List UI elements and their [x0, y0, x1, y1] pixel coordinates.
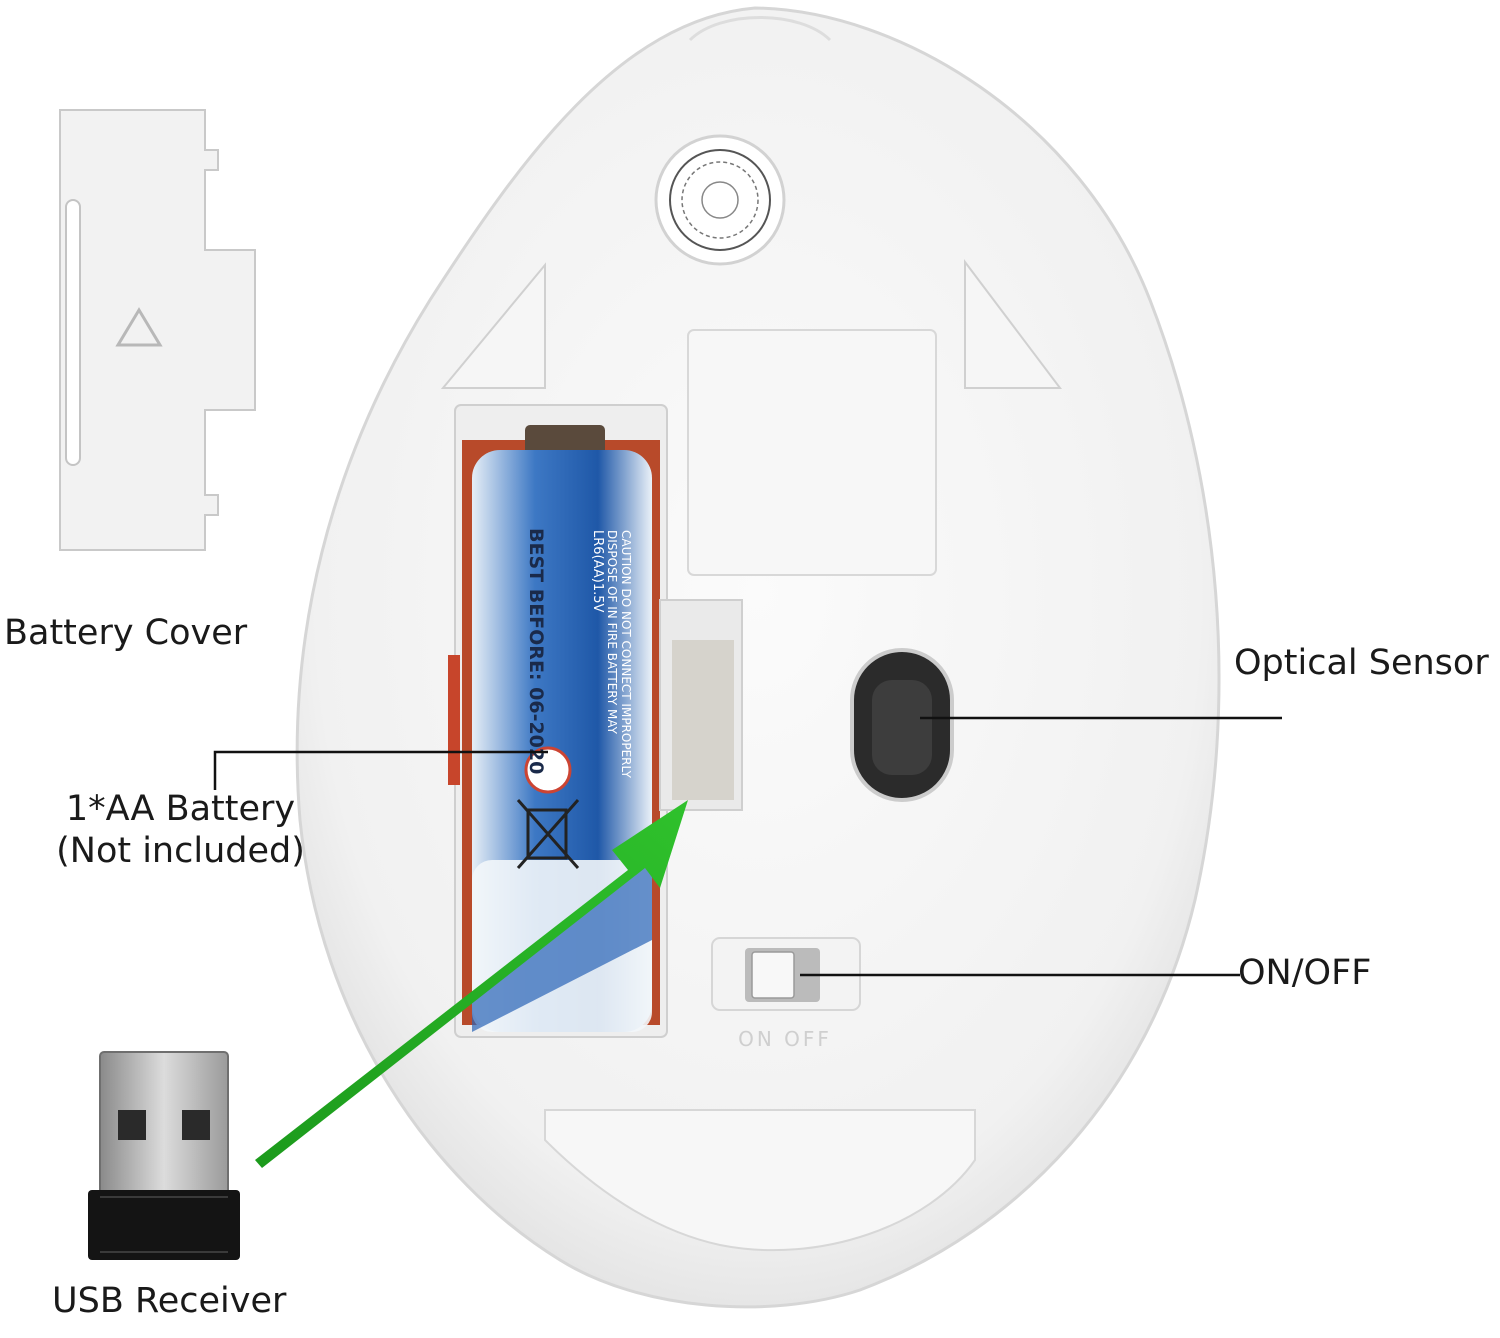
leader-line-battery	[213, 750, 548, 790]
recycle-bin-crossed-icon	[516, 799, 580, 869]
switch-embossed-text: ON OFF	[738, 1027, 832, 1051]
leader-lines	[213, 716, 1282, 977]
battery-label-line1: 1*AA Battery	[65, 789, 296, 829]
battery-label: 1*AA Battery (Not included)	[48, 788, 313, 872]
battery-best-before: BEST BEFORE: 06-2020	[525, 528, 547, 774]
battery-cover-label: Battery Cover	[4, 613, 248, 653]
green-arrow-icon	[255, 800, 688, 1168]
battery-spec: LR6(AA)1.5V	[590, 530, 605, 613]
mouse-body	[295, 6, 1221, 1309]
battery-label-line2: (Not included)	[56, 831, 305, 871]
optical-sensor	[850, 648, 954, 802]
battery-cover-piece	[59, 109, 256, 551]
power-switch: ON OFF	[711, 937, 861, 1051]
usb-connector-icon	[99, 1051, 229, 1198]
battery-caution-2: DISPOSE OF IN FIRE BATTERY MAY	[605, 530, 619, 735]
usb-receiver-label: USB Receiver	[52, 1281, 287, 1321]
on-off-label: ON/OFF	[1238, 953, 1372, 993]
latch-window	[659, 599, 743, 811]
battery-caution-1: CAUTION DO NOT CONNECT IMPROPERLY	[619, 530, 633, 779]
usb-receiver	[88, 1051, 240, 1260]
battery-print: BEST BEFORE: 06-2020 CAUTION DO NOT CONN…	[525, 528, 633, 779]
optical-sensor-label: Optical Sensor	[1234, 643, 1489, 683]
